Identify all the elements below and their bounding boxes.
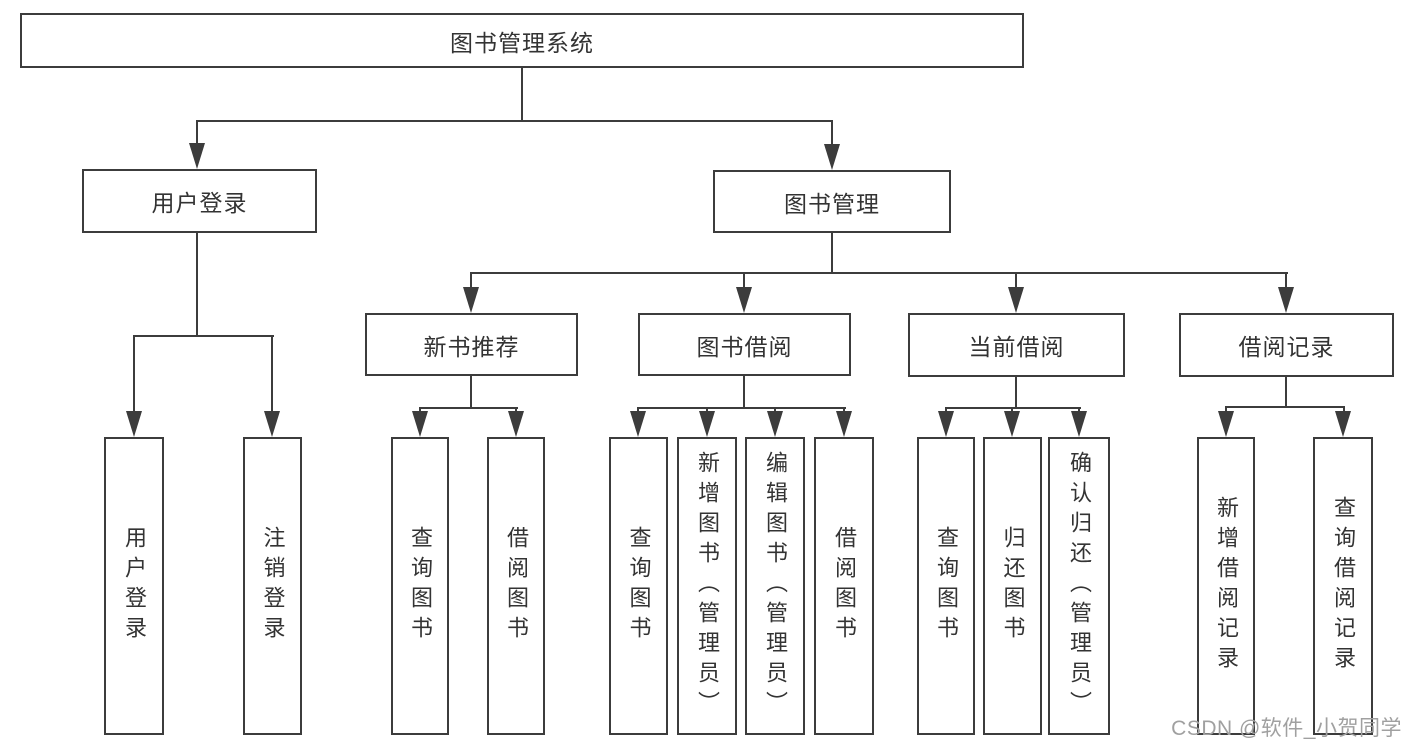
leaf-cb-query-books: 查询图书 [917, 437, 975, 735]
arrow-down-icon [1335, 411, 1351, 437]
arrow-down-icon [189, 143, 205, 169]
leaf-nbr-borrow-books: 借阅图书 [487, 437, 545, 735]
connector-user-login-bar [133, 335, 274, 337]
node-book-borrow: 图书借阅 [638, 313, 851, 376]
leaf-bb-query-books-label: 查询图书 [626, 526, 652, 646]
leaf-br-query-record-label: 查询借阅记录 [1331, 496, 1356, 676]
connector-br-bar [1225, 406, 1345, 408]
leaf-cb-confirm-return-admin: 确认归还（管理员） [1048, 437, 1110, 735]
connector-root-drop-left [196, 120, 198, 146]
connector-level3-drop-1 [470, 272, 472, 290]
connector-root-drop-right [831, 120, 833, 147]
leaf-bb-add-books-admin-label: 新增图书（管理员） [695, 451, 720, 721]
leaf-logout-label: 注销登录 [260, 526, 286, 646]
node-borrow-records-label: 借阅记录 [1238, 334, 1335, 360]
connector-br-drop-1 [1225, 406, 1227, 415]
node-root-label: 图书管理系统 [450, 29, 594, 56]
node-new-book-recommend: 新书推荐 [365, 313, 578, 376]
node-book-borrow-label: 图书借阅 [696, 333, 793, 360]
arrow-down-icon [938, 411, 954, 437]
leaf-nbr-borrow-books-label: 借阅图书 [504, 526, 529, 646]
leaf-br-add-record: 新增借阅记录 [1197, 437, 1255, 735]
arrow-down-icon [508, 411, 524, 437]
arrow-down-icon [412, 411, 428, 437]
connector-user-login-drop-2 [271, 335, 273, 414]
arrow-down-icon [1071, 411, 1087, 437]
node-current-borrow-label: 当前借阅 [968, 334, 1065, 360]
arrow-down-icon [824, 144, 840, 170]
leaf-bb-query-books: 查询图书 [609, 437, 668, 735]
node-root: 图书管理系统 [20, 13, 1024, 68]
connector-cb-bar [945, 407, 1081, 409]
leaf-bb-edit-books-admin: 编辑图书（管理员） [745, 437, 805, 735]
leaf-br-query-record: 查询借阅记录 [1313, 437, 1373, 735]
arrow-down-icon [463, 287, 479, 313]
arrow-down-icon [836, 411, 852, 437]
arrow-down-icon [264, 411, 280, 437]
connector-user-login-stem [196, 233, 198, 337]
arrow-down-icon [736, 287, 752, 313]
leaf-cb-return-books-label: 归还图书 [1000, 526, 1026, 646]
arrow-down-icon [767, 411, 783, 437]
connector-level3-bar [470, 272, 1288, 274]
leaf-cb-confirm-return-admin-label: 确认归还（管理员） [1067, 451, 1092, 721]
arrow-down-icon [1008, 287, 1024, 313]
arrow-down-icon [630, 411, 646, 437]
leaf-br-add-record-label: 新增借阅记录 [1214, 496, 1239, 676]
leaf-bb-borrow-books-label: 借阅图书 [832, 526, 857, 646]
connector-root-stem [521, 68, 523, 121]
connector-nbr-stem [470, 376, 472, 409]
leaf-logout: 注销登录 [243, 437, 302, 735]
arrow-down-icon [1278, 287, 1294, 313]
node-user-login: 用户登录 [82, 169, 317, 233]
connector-book-mgmt-stem [831, 233, 833, 274]
connector-level3-drop-4 [1285, 272, 1287, 290]
leaf-nbr-query-books-label: 查询图书 [408, 526, 433, 646]
leaf-bb-borrow-books: 借阅图书 [814, 437, 874, 735]
leaf-nbr-query-books: 查询图书 [391, 437, 449, 735]
node-borrow-records: 借阅记录 [1179, 313, 1394, 377]
connector-level3-drop-2 [743, 272, 745, 290]
node-book-management: 图书管理 [713, 170, 951, 233]
leaf-user-login-label: 用户登录 [122, 526, 147, 646]
connector-user-login-drop-1 [133, 335, 135, 414]
connector-root-bar [196, 120, 833, 122]
connector-br-stem [1285, 377, 1287, 408]
leaf-user-login: 用户登录 [104, 437, 164, 735]
arrow-down-icon [699, 411, 715, 437]
arrow-down-icon [126, 411, 142, 437]
node-book-management-label: 图书管理 [784, 190, 880, 217]
arrow-down-icon [1218, 411, 1234, 437]
connector-bb-stem [743, 376, 745, 409]
connector-br-drop-2 [1343, 406, 1345, 415]
node-current-borrow: 当前借阅 [908, 313, 1125, 377]
leaf-bb-add-books-admin: 新增图书（管理员） [677, 437, 737, 735]
connector-level3-drop-3 [1015, 272, 1017, 290]
connector-bb-bar [637, 407, 846, 409]
leaf-bb-edit-books-admin-label: 编辑图书（管理员） [763, 451, 788, 721]
arrow-down-icon [1004, 411, 1020, 437]
node-user-login-label: 用户登录 [151, 190, 248, 216]
leaf-cb-return-books: 归还图书 [983, 437, 1042, 735]
connector-cb-stem [1015, 377, 1017, 409]
node-new-book-recommend-label: 新书推荐 [423, 333, 520, 360]
connector-nbr-bar [419, 407, 518, 409]
leaf-cb-query-books-label: 查询图书 [934, 526, 959, 646]
watermark-text: CSDN @软件_小贺同学 [1171, 717, 1402, 740]
